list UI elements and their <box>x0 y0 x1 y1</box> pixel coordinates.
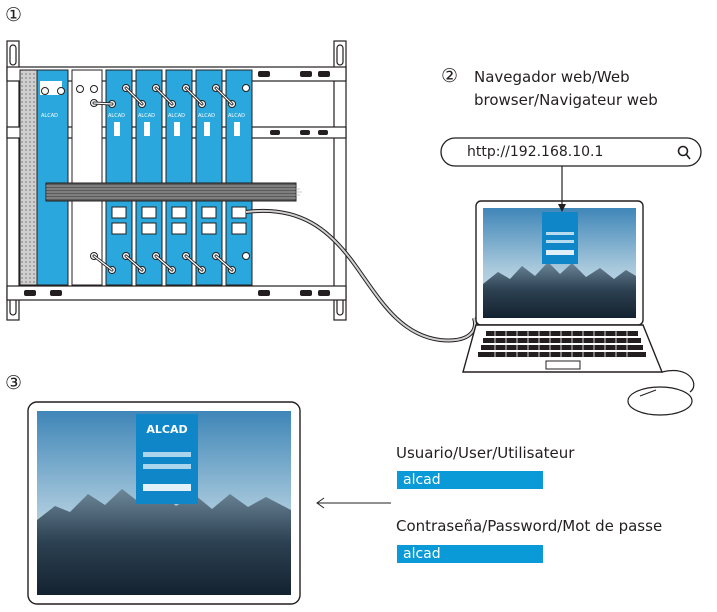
rack-post-left <box>6 40 20 321</box>
svg-text:ALCAD: ALCAD <box>108 113 125 119</box>
svg-text:ALCAD: ALCAD <box>41 113 58 119</box>
step-1-number: ① <box>5 4 23 26</box>
laptop <box>462 200 664 373</box>
svg-text:ALCAD: ALCAD <box>168 113 185 119</box>
modules <box>36 69 253 286</box>
step-3-number: ③ <box>5 372 23 394</box>
user-label: Usuario/User/Utilisateur <box>396 444 575 462</box>
svg-text:ALCAD: ALCAD <box>198 113 215 119</box>
mouse <box>627 369 695 416</box>
svg-text:ALCAD: ALCAD <box>138 113 155 119</box>
cable-bundle <box>45 182 302 202</box>
tablet: ALCAD <box>27 401 301 605</box>
url-text: http://192.168.10.1 <box>467 144 604 160</box>
network-cable <box>245 208 477 343</box>
password-label: Contraseña/Password/Mot de passe <box>396 517 663 535</box>
step-2-number: ② <box>441 65 459 87</box>
password-value: alcad <box>397 545 543 563</box>
power-supply <box>19 69 38 286</box>
browser-caption-line2: browser/Navigateur web <box>474 91 658 109</box>
login-brand: ALCAD <box>146 423 187 436</box>
user-value: alcad <box>397 471 543 489</box>
rack-post-right <box>333 40 347 321</box>
rack-rail-bottom <box>6 285 347 301</box>
browser-caption-line1: Navegador web/Web <box>474 68 630 86</box>
module-2 <box>71 69 103 286</box>
module-1 <box>36 69 69 286</box>
address-bar <box>440 137 702 167</box>
search-icon <box>677 145 691 160</box>
svg-text:ALCAD: ALCAD <box>228 113 245 119</box>
